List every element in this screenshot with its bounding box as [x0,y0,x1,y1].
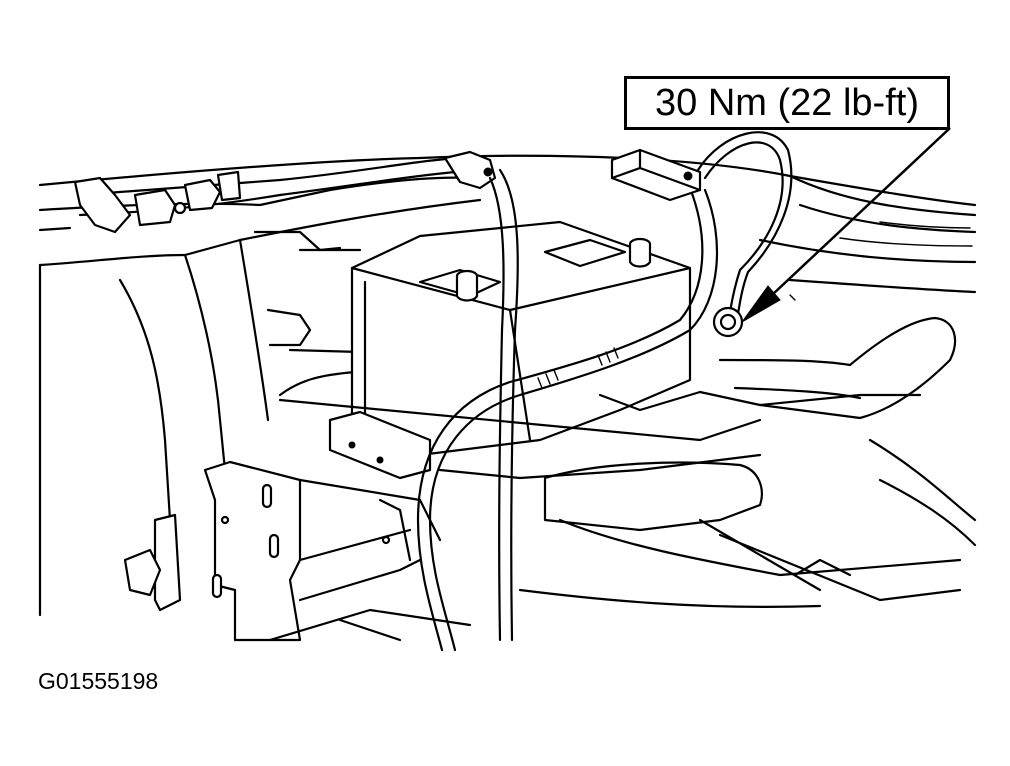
figure-id: G01555198 [38,668,159,694]
left-apron [38,230,362,617]
callout-leader-arrow [741,127,951,323]
mounting-bracket [123,460,472,642]
right-rail [718,316,957,420]
fender-contours [38,154,977,294]
lower-structure [518,438,977,608]
battery-cables [73,131,793,652]
torque-callout: 30 Nm (22 lb-ft) [624,76,950,130]
ground-nut [712,294,796,338]
battery [328,220,702,480]
